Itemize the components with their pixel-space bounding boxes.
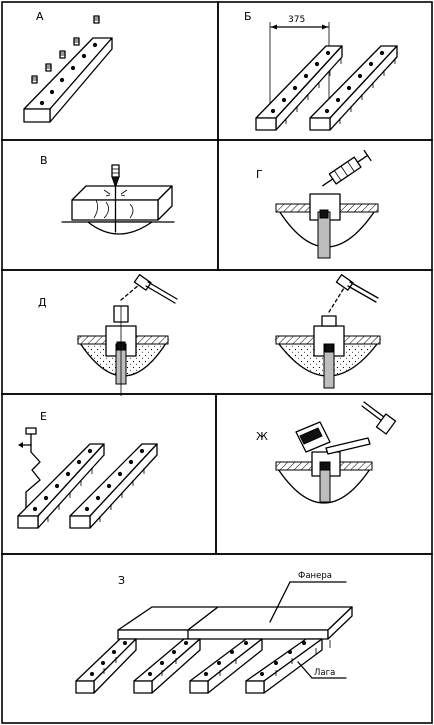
callout-joist-label: Лага	[314, 668, 335, 678]
punch-tool	[321, 315, 337, 327]
syringe-icon	[322, 149, 372, 187]
hammer-icon	[133, 274, 178, 304]
joist-right	[69, 443, 158, 529]
callout-plywood-label: Фанера	[298, 571, 332, 581]
panel-label-e: Е	[40, 410, 47, 423]
panel-label-d: Д	[38, 296, 47, 309]
panel-z: З	[75, 571, 353, 694]
panel-label-z: З	[118, 574, 125, 587]
stage-right	[274, 274, 382, 389]
plane-tool-icon	[295, 421, 331, 453]
panel-d: Д	[38, 274, 382, 396]
plywood-sheets	[117, 606, 353, 640]
screw-head	[319, 461, 331, 471]
screw-head	[319, 209, 329, 219]
joist-left	[255, 45, 343, 131]
screw-head	[324, 343, 334, 353]
panel-g: Г	[256, 149, 379, 259]
panel-b: Б 375	[244, 10, 398, 131]
joist-right	[309, 45, 398, 131]
callout-joist: Лага	[297, 661, 347, 679]
dimension-line: 375	[269, 15, 330, 112]
panel-zh: Ж	[256, 401, 397, 504]
concrete-base	[87, 221, 153, 235]
panel-e: Е	[17, 410, 158, 529]
panel-label-v: В	[40, 154, 48, 167]
screw-bolts	[31, 15, 100, 84]
panel-label-b: Б	[244, 10, 252, 23]
drill-icon	[103, 164, 128, 233]
joist-left	[17, 443, 105, 529]
callout-plywood: Фанера	[269, 571, 347, 623]
joist-2	[133, 638, 201, 694]
anchor-screws	[103, 640, 331, 676]
cutter-icon	[325, 401, 397, 455]
panel-label-a: А	[36, 10, 44, 23]
joist-1	[75, 638, 137, 694]
joist-block	[71, 185, 173, 221]
dimension-label: 375	[288, 15, 305, 25]
panel-label-zh: Ж	[256, 430, 268, 443]
joist-beam	[23, 37, 113, 123]
panel-v: В	[40, 154, 175, 235]
anchor-hole	[317, 211, 331, 259]
joists	[75, 638, 331, 694]
joist-3	[189, 638, 263, 694]
screw-holes	[39, 42, 98, 106]
anchor-hole	[319, 465, 331, 503]
hammer-icon	[335, 274, 379, 303]
panel-a: А	[23, 10, 113, 123]
panel-label-g: Г	[256, 168, 263, 181]
joist-4	[245, 638, 323, 694]
stage-left	[76, 274, 178, 396]
screwdriver-icon	[18, 427, 41, 513]
